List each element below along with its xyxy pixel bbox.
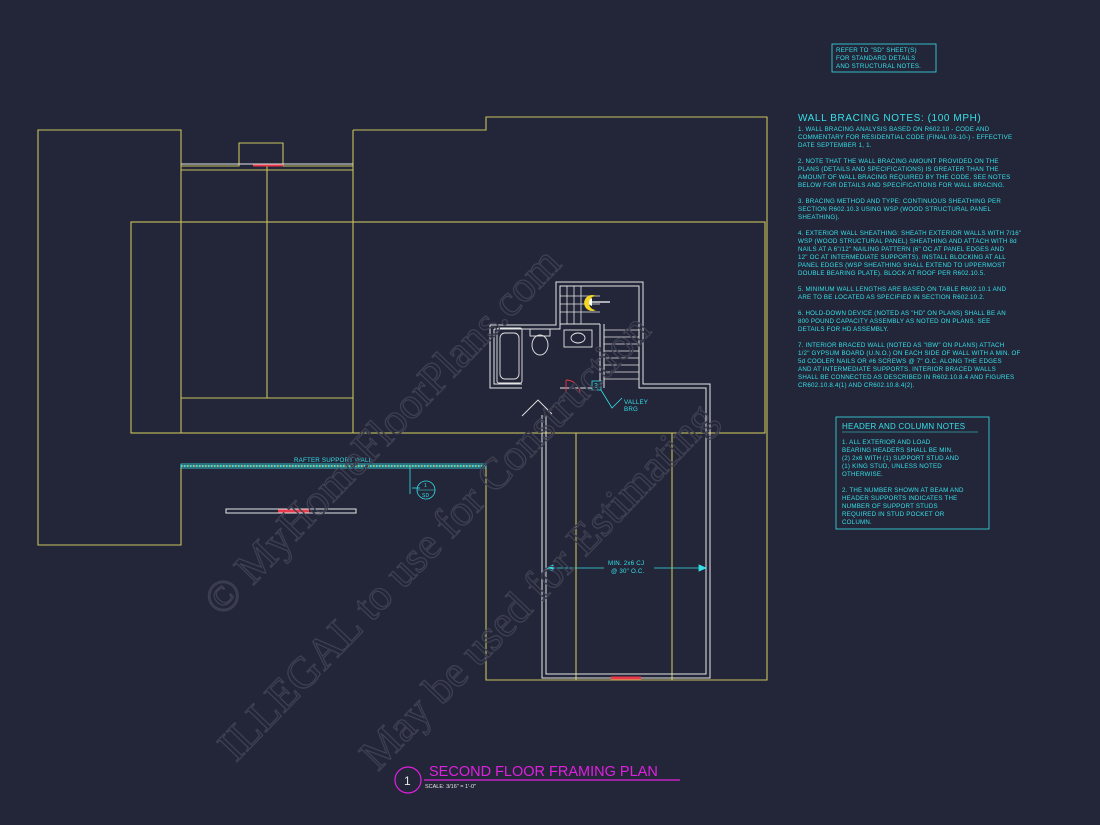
- title-number-circle: [394, 766, 422, 794]
- moon-icon: [584, 295, 596, 311]
- detail-callout-sheet: SD: [422, 493, 430, 499]
- bath-wall: [489, 325, 522, 389]
- support-lines: [181, 163, 357, 514]
- cj-label-bg: [604, 559, 654, 575]
- wall-bracing-line: 1/2" GYPSUM BOARD (U.N.O.) ON EACH SIDE …: [798, 350, 1020, 357]
- wall-bracing-line: CR602.10.8.4(1) AND CR602.10.8.4(2).: [798, 382, 915, 389]
- reference-line-2: FOR STANDARD DETAILS: [836, 55, 915, 62]
- detail-callout: [409, 466, 436, 500]
- drawing-scale: SCALE: 3/16" = 1'-0": [425, 784, 476, 790]
- wall-bracing-line: SHEATHING).: [798, 214, 840, 221]
- rafter-support-label: RAFTER SUPPORT WALL: [294, 457, 373, 464]
- reference-line-3: AND STRUCTURAL NOTES.: [836, 63, 921, 70]
- left-wing-outline: [37, 116, 768, 681]
- cj-label: MIN. 2x6 CJ: [608, 560, 644, 567]
- header-notes-title: HEADER AND COLUMN NOTES: [842, 422, 965, 431]
- header-note-line: (2) 2x6 WITH (1) SUPPORT STUD AND: [842, 455, 959, 462]
- toilet-tank: [529, 328, 551, 337]
- bath-wall-inner: [493, 329, 522, 385]
- reference-box: [831, 43, 937, 73]
- stud-count-box: [591, 380, 602, 391]
- wall-bracing-notes: 1. WALL BRACING ANALYSIS BASED ON R602.1…: [798, 126, 1021, 389]
- bathtub: [496, 327, 523, 384]
- wall-bracing-line: ARE TO BE LOCATED AS SPECIFIED IN SECTIO…: [798, 294, 985, 301]
- watermark: © MyHomeFloorPlans.com ILLEGAL to use fo…: [193, 237, 725, 779]
- wall-bracing-line: AND AT INTERMEDIATE SUPPORTS. INTERIOR B…: [798, 366, 996, 373]
- wall-bracing-line: DETAILS FOR HD ASSEMBLY.: [798, 326, 889, 333]
- wall-bracing-line: 6. HOLD-DOWN DEVICE (NOTED AS "HD" ON PL…: [798, 310, 1006, 317]
- wall-bracing-line: PANEL EDGES (WSP SHEATHING SHALL EXTEND …: [798, 262, 1005, 269]
- stair-arrow-icon: [584, 295, 610, 311]
- closet-door: [565, 379, 581, 395]
- drawing-title: SECOND FLOOR FRAMING PLAN: [429, 764, 658, 780]
- wall-bracing-line: PLANS (DETAILS AND SPECIFICATIONS) IS GR…: [798, 166, 999, 173]
- wall-bracing-line: BELOW FOR DETAILS AND SPECIFICATIONS FOR…: [798, 182, 1005, 189]
- wall-bracing-line: SHALL BE CONNECTED AS DESCRIBED IN R602.…: [798, 374, 1014, 381]
- wall-bracing-line: 4. EXTERIOR WALL SHEATHING: SHEATH EXTER…: [798, 230, 1021, 237]
- bathtub-inner: [499, 332, 520, 380]
- exterior-wall-outer: [490, 281, 711, 679]
- stair-treads: [560, 286, 639, 380]
- valley-leader: [600, 389, 623, 409]
- bath-door-swing: [521, 399, 553, 417]
- wall-bracing-line: DATE SEPTEMBER 1, 1.: [798, 142, 872, 149]
- header-note-line: REQUIRED IN STUD POCKET OR: [842, 511, 945, 518]
- header-note-line: (1) KING STUD, UNLESS NOTED: [842, 463, 942, 470]
- valley-label-2: BRG: [624, 406, 638, 413]
- header-note-line: NUMBER OF SUPPORT STUDS: [842, 503, 938, 510]
- wall-bracing-line: 3. BRACING METHOD AND TYPE: CONTINUOUS S…: [798, 198, 1001, 205]
- stud-count: 3: [594, 383, 598, 390]
- wall-bracing-line: 5. MINIMUM WALL LENGTHS ARE BASED ON TAB…: [798, 286, 1007, 293]
- wall-bracing-line: SECTION R602.10.3 USING WSP (WOOD STRUCT…: [798, 206, 991, 213]
- vanity: [563, 329, 593, 348]
- detail-callout-number: 1: [424, 483, 427, 489]
- cj-label-2: @ 30" O.C.: [611, 568, 645, 575]
- title-number: 1: [404, 774, 411, 788]
- sink: [570, 332, 586, 344]
- wall-bracing-line: 12" OC AT INTERMEDIATE SUPPORTS). INSTAL…: [798, 254, 1006, 261]
- rafter-support-wall: [180, 463, 487, 469]
- header-note-line: 1. ALL EXTERIOR AND LOAD: [842, 439, 931, 446]
- valley-label: VALLEY: [624, 399, 648, 406]
- walls: [489, 281, 711, 679]
- wall-bracing-line: 7. INTERIOR BRACED WALL (NOTED AS "IBW" …: [798, 342, 1004, 349]
- wall-bracing-title: WALL BRACING NOTES: (100 MPH): [798, 113, 981, 124]
- headers: [253, 163, 641, 680]
- wall-bracing-line: AMOUNT OF WALL BRACING REQUIRED BY THE C…: [798, 174, 1011, 181]
- wall-bracing-line: COMMENTARY FOR RESIDENTIAL CODE (FINAL 0…: [798, 134, 1012, 141]
- wall-bracing-line: 5d COOLER NAILS OR #6 SCREWS @ 7" O.C. A…: [798, 358, 1002, 365]
- reference-line-1: REFER TO "SD" SHEET(S): [836, 47, 917, 54]
- left-inner-outline: [130, 221, 766, 434]
- header-note-line: BEARING HEADERS SHALL BE MIN.: [842, 447, 953, 454]
- bath-fixtures: [496, 327, 593, 417]
- wall-bracing-line: WSP (WOOD STRUCTURAL PANEL) SHEATHING AN…: [798, 238, 1017, 245]
- toilet-bowl: [531, 334, 549, 356]
- exterior-wall-inner: [494, 285, 707, 675]
- roof-outline: [37, 116, 768, 681]
- header-notes: 1. ALL EXTERIOR AND LOAD BEARING HEADERS…: [842, 439, 964, 526]
- wall-bracing-line: 2. NOTE THAT THE WALL BRACING AMOUNT PRO…: [798, 158, 999, 165]
- header-note-line: HEADER SUPPORTS INDICATES THE: [842, 495, 957, 502]
- wall-bracing-line: DOUBLE BEARING PLATE). BLOCK AT ROOF PER…: [798, 270, 985, 277]
- header-note-line: 2. THE NUMBER SHOWN AT BEAM AND: [842, 487, 964, 494]
- wall-bracing-line: 1. WALL BRACING ANALYSIS BASED ON R602.1…: [798, 126, 990, 133]
- wall-bracing-line: 800 POUND CAPACITY ASSEMBLY AS NOTED ON …: [798, 318, 990, 325]
- wall-bracing-line: NAILS AT A 6"/12" NAILING PATTERN (6" OC…: [798, 246, 1004, 253]
- header-note-line: OTHERWISE.: [842, 471, 883, 478]
- header-note-line: COLUMN.: [842, 519, 872, 526]
- header-notes-box: [835, 416, 990, 530]
